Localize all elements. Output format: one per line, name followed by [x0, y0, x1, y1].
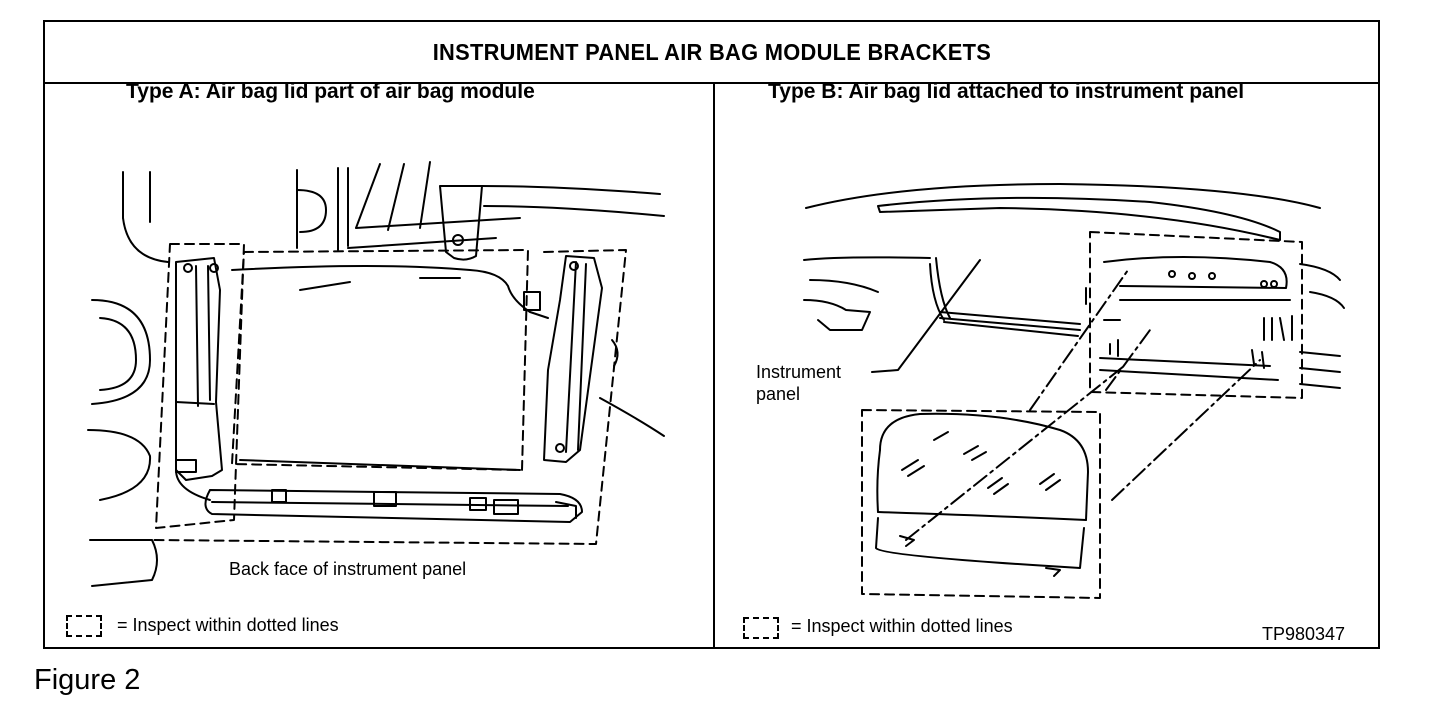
panel-b-heading: Type B: Air bag lid attached to instrume…: [768, 80, 1245, 103]
panel-b-callout-line2: panel: [756, 384, 801, 404]
panel-b-projection-lines: [905, 269, 1261, 541]
panel-b-drawing: [803, 183, 1345, 577]
panel-b-callout-line1: Instrument: [756, 362, 842, 382]
diagram-frame: INSTRUMENT PANEL AIR BAG MODULE BRACKETS: [43, 20, 1380, 649]
panel-b-dashed-regions: [861, 231, 1303, 599]
panel-b-legend-text: = Inspect within dotted lines: [791, 616, 1013, 636]
panel-a-drawing: [87, 161, 665, 587]
panel-a-legend-swatch: [66, 615, 102, 637]
panel-a-caption: Back face of instrument panel: [229, 559, 467, 579]
panel-a-dashed-regions: [151, 243, 627, 545]
panel-a-heading: Type A: Air bag lid part of air bag modu…: [126, 80, 535, 103]
panel-b-legend-swatch: [743, 617, 779, 639]
diagram-title: INSTRUMENT PANEL AIR BAG MODULE BRACKETS: [432, 38, 991, 65]
figure-code: TP980347: [1262, 624, 1346, 644]
panel-divider: [713, 84, 715, 649]
title-bar: INSTRUMENT PANEL AIR BAG MODULE BRACKETS: [45, 22, 1378, 84]
panel-a-legend-text: = Inspect within dotted lines: [117, 615, 339, 635]
figure-label: Figure 2: [34, 664, 141, 696]
